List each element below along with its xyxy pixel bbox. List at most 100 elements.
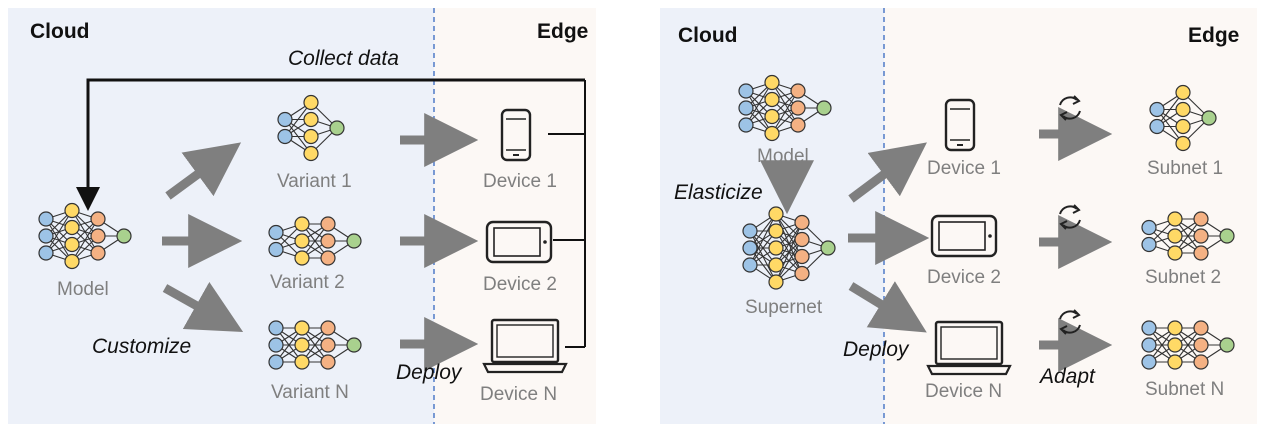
network-edge [745,82,773,126]
network-node [294,233,310,249]
network-node [1193,337,1209,353]
right-deploy-arrow-1 [848,142,927,203]
network-node [1141,219,1157,236]
network-node [320,216,336,232]
network-node [303,94,319,111]
network-node [1193,228,1209,244]
subnet-n-label: Subnet N [1145,379,1224,400]
network-edge [749,213,777,266]
adapt-label: Adapt [1038,365,1096,388]
network-node [1219,337,1235,353]
subnet-2-network-icon [1141,211,1235,261]
network-node [816,100,832,116]
network-node [1167,320,1183,336]
right-laptop-icon [926,320,1012,376]
network-node [742,223,758,239]
variant-n-network-icon [268,320,362,370]
network-node [268,241,284,258]
network-node [1149,101,1165,118]
network-node [346,233,362,249]
right-device-2-label: Device 2 [927,267,1001,288]
network-node [64,236,80,253]
right-panel: Cloud Edge Model Elasticize Supernet Dep… [660,8,1257,424]
network-edge [71,218,99,262]
collect-data-loop [76,78,585,211]
network-node [90,228,106,244]
right-device-n-label: Device N [925,381,1002,402]
variant-1-network-icon [277,94,345,162]
network-node [277,128,293,145]
right-model-label: Model [757,146,809,167]
network-node [90,245,106,261]
network-node [1193,354,1209,370]
right-device-1-label: Device 1 [927,158,1001,179]
network-node [294,354,310,370]
network-node [764,74,780,91]
network-node [1167,337,1183,353]
refresh-cycle-icon [1059,95,1081,121]
network-node [1167,228,1183,244]
network-node [268,320,284,336]
network-node [320,233,336,249]
network-node [1219,228,1235,244]
network-node [768,274,784,290]
network-edge [775,239,803,283]
network-edge [45,210,73,254]
network-edge [775,222,803,266]
laptop-icon [482,318,568,374]
network-edge [775,222,803,283]
network-node [1175,118,1191,135]
supernet-network-icon [742,206,836,290]
network-node [294,216,310,232]
network-node [268,224,284,241]
network-node [1167,354,1183,370]
network-node [764,125,780,142]
network-node [303,111,319,128]
network-node [268,337,284,353]
network-node [64,202,80,219]
variant-2-network-icon [268,216,362,266]
customize-label: Customize [92,335,191,358]
network-node [742,240,758,256]
subnet-1-label: Subnet 1 [1147,158,1223,179]
left-cloud-label: Cloud [30,20,89,43]
network-node [90,211,106,227]
refresh-cycle-icon [1059,309,1081,335]
network-node [320,250,336,266]
network-node [768,206,784,222]
subnet-2-label: Subnet 2 [1145,267,1221,288]
customize-arrow-n [162,281,244,332]
network-node [38,245,54,261]
network-node [1149,118,1165,135]
network-node [268,354,284,370]
network-node [1167,211,1183,227]
network-node [1141,236,1157,253]
network-node [38,228,54,244]
variant-n-label: Variant N [271,382,349,403]
right-tablet-icon [930,214,998,258]
right-edge-label: Edge [1188,24,1239,47]
network-node [1141,354,1157,370]
network-node [764,91,780,108]
supernet-label: Supernet [745,297,823,318]
network-node [820,240,836,256]
network-node [303,128,319,145]
network-node [768,257,784,273]
network-node [116,228,132,244]
network-node [1193,245,1209,261]
network-node [320,337,336,353]
network-node [738,83,754,99]
right-deploy-arrow-n [848,281,927,333]
right-cloud-label: Cloud [678,24,737,47]
network-node [794,265,810,282]
network-node [738,100,754,116]
network-node [1193,211,1209,227]
variant-2-label: Variant 2 [270,272,345,293]
network-node [294,320,310,336]
left-deploy-label: Deploy [396,361,463,384]
network-node [1141,320,1157,336]
subnet-1-network-icon [1149,84,1217,152]
right-deploy-label: Deploy [843,338,910,361]
elasticize-label: Elasticize [674,181,763,204]
